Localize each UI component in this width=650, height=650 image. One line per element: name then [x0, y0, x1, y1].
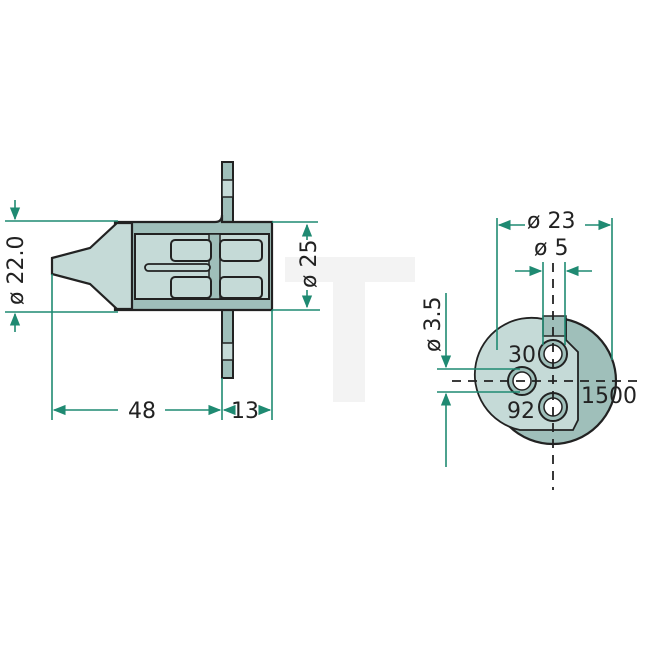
nose-diameter-label: ø 22.0 — [4, 236, 29, 305]
end-dimensions — [437, 218, 613, 467]
side-view — [50, 161, 274, 379]
slot — [170, 239, 212, 262]
nose-cone — [50, 221, 134, 311]
slot — [219, 239, 263, 262]
flange-top — [221, 161, 234, 223]
terminal-30-label: 30 — [508, 343, 536, 368]
side-dimensions — [5, 200, 320, 420]
watermark-logo — [285, 257, 415, 402]
pin-diameter-5-label: ø 5 — [534, 236, 568, 261]
length-48-label: 48 — [128, 399, 156, 424]
pin-rod — [144, 263, 211, 272]
pin-30 — [538, 339, 568, 369]
slot — [219, 276, 263, 299]
flange-bottom — [221, 309, 234, 379]
slot — [170, 276, 212, 299]
body-diameter-label: ø 25 — [297, 240, 322, 288]
terminal-92-label: 92 — [507, 399, 535, 424]
pin-diameter-3-5-label: ø 3.5 — [421, 297, 446, 352]
end-view — [452, 263, 640, 490]
terminal-1500-label: 1500 — [581, 384, 637, 409]
length-13-label: 13 — [231, 399, 259, 424]
outer-diameter-label: ø 23 — [527, 209, 575, 234]
